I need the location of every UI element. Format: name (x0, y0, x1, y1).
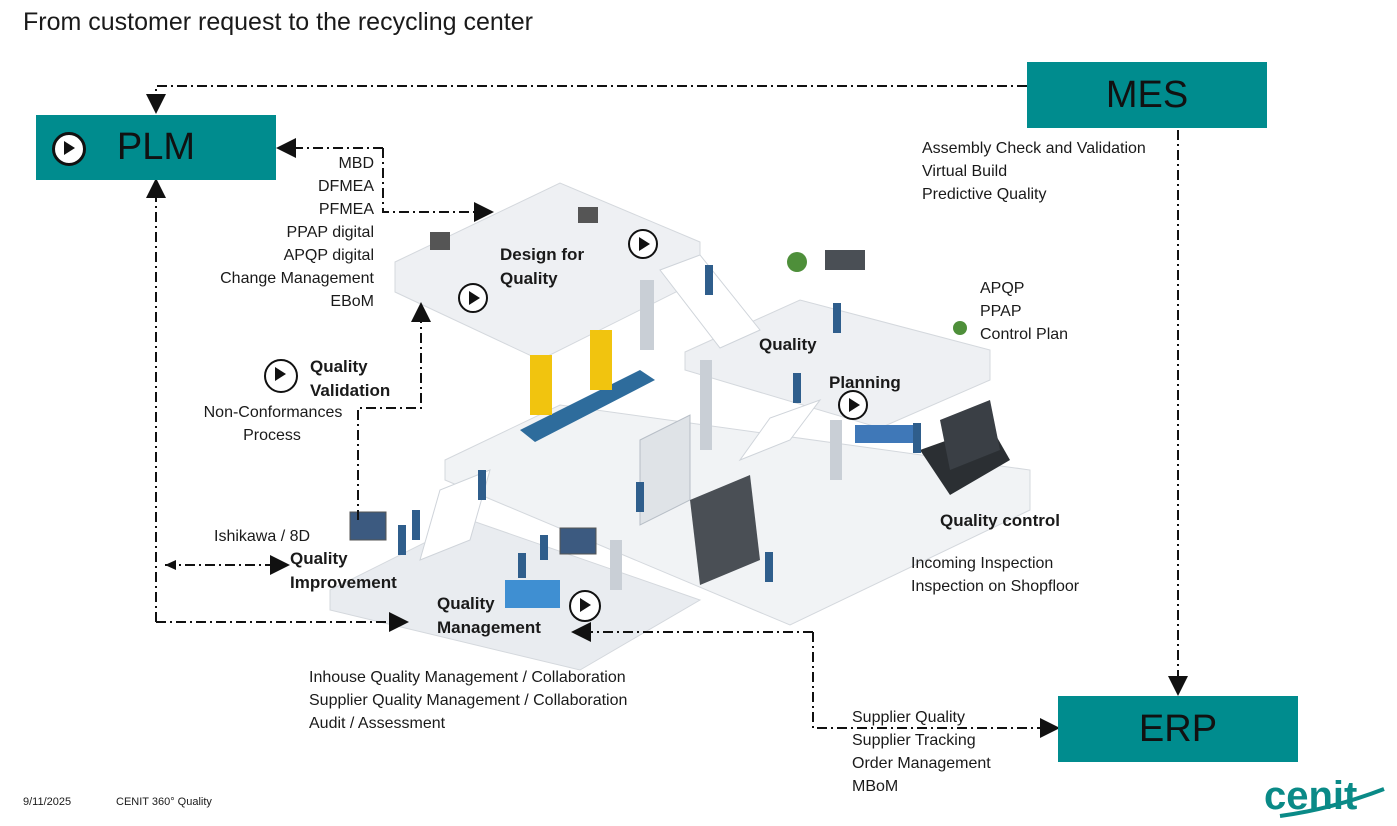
area-label: Design for (500, 245, 585, 264)
area-design-for-quality[interactable]: Design for Quality (500, 243, 584, 291)
area-quality-management[interactable]: Quality Management (437, 592, 541, 640)
mes-box[interactable]: MES (1027, 62, 1267, 128)
list-item: PFMEA (318, 201, 374, 218)
plm-box[interactable]: PLM (36, 115, 276, 180)
list-item: EBoM (330, 293, 374, 310)
area-label: Management (437, 618, 541, 637)
list-item: Supplier Quality Management / Collaborat… (309, 692, 628, 709)
improvement-note: Ishikawa / 8D (214, 528, 311, 545)
list-item: Assembly Check and Validation (922, 140, 1146, 157)
plm-label: PLM (116, 126, 196, 168)
play-icon[interactable] (569, 590, 601, 622)
list-item: Audit / Assessment (309, 715, 446, 732)
list-item: Incoming Inspection (911, 555, 1054, 572)
footer-product: CENIT 360° Quality (116, 796, 212, 808)
list-item: Supplier Tracking (852, 732, 976, 749)
area-label: Validation (310, 381, 391, 400)
play-icon[interactable] (458, 283, 488, 313)
management-item-list: Inhouse Quality Management / Collaborati… (309, 666, 627, 735)
list-item: MBD (338, 155, 374, 172)
play-icon[interactable] (264, 359, 298, 393)
validation-item-list: Non-Conformances Process (198, 401, 348, 447)
page-title: From customer request to the recycling c… (23, 8, 533, 36)
area-quality-control[interactable]: Quality control (940, 511, 1060, 530)
list-item: Change Management (220, 270, 374, 287)
area-label: Improvement (290, 573, 397, 592)
play-icon[interactable] (838, 390, 868, 420)
mes-label: MES (1105, 73, 1189, 116)
area-label: Quality (310, 357, 368, 376)
mes-item-list: Assembly Check and Validation Virtual Bu… (922, 137, 1146, 206)
area-label: Quality (437, 594, 495, 613)
list-item: Non-Conformances (203, 404, 343, 421)
list-item: Process (243, 427, 301, 444)
plm-item-list: MBD DFMEA PFMEA PPAP digital APQP digita… (220, 152, 374, 313)
play-icon[interactable] (628, 229, 658, 259)
area-quality-planning-subtitle[interactable]: Planning (829, 373, 901, 392)
list-item: Virtual Build (922, 163, 1008, 180)
erp-box[interactable]: ERP (1058, 696, 1298, 762)
cenit-logo: cenit (1262, 773, 1387, 821)
play-icon[interactable] (52, 132, 86, 166)
list-item: DFMEA (318, 178, 374, 195)
list-item: Control Plan (980, 326, 1069, 343)
list-item: APQP digital (283, 247, 374, 264)
list-item: Supplier Quality (852, 709, 965, 726)
list-item: Predictive Quality (922, 186, 1047, 203)
list-item: PPAP (980, 303, 1022, 320)
quality-control-item-list: Incoming Inspection Inspection on Shopfl… (911, 552, 1079, 598)
area-label: Quality (290, 549, 348, 568)
planning-item-list: APQP PPAP Control Plan (980, 277, 1068, 346)
area-quality-planning-title[interactable]: Quality (759, 335, 817, 354)
list-item: MBoM (852, 778, 899, 795)
erp-item-list: Supplier Quality Supplier Tracking Order… (852, 706, 991, 798)
list-item: Inhouse Quality Management / Collaborati… (309, 669, 626, 686)
area-label: Quality (500, 269, 558, 288)
area-quality-improvement[interactable]: Quality Improvement (290, 547, 397, 595)
list-item: Inspection on Shopfloor (911, 578, 1080, 595)
list-item: PPAP digital (286, 224, 374, 241)
area-quality-validation[interactable]: Quality Validation (310, 355, 390, 403)
erp-label: ERP (1138, 707, 1218, 750)
list-item: APQP (980, 280, 1025, 297)
footer-date: 9/11/2025 (23, 796, 72, 808)
list-item: Order Management (852, 755, 991, 772)
